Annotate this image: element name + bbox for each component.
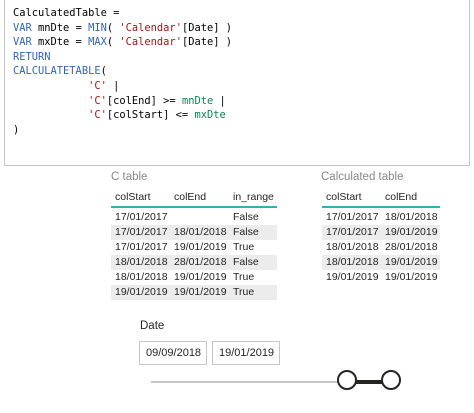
dax-code[interactable]: CalculatedTable = VAR mnDte = MIN( 'Calen…: [13, 6, 232, 137]
code-line: ): [13, 123, 20, 136]
date-slicer-title: Date: [140, 320, 165, 332]
table-cell: 18/01/2018: [115, 256, 168, 268]
table-row[interactable]: 17/01/2017 False: [111, 210, 277, 225]
table-cell: 19/01/2019: [174, 241, 227, 253]
table-cell: 18/01/2018: [115, 271, 168, 283]
date-slider-track[interactable]: [151, 381, 394, 383]
table-row[interactable]: 18/01/2018 19/01/2019: [322, 255, 440, 270]
table-cell: True: [233, 241, 255, 253]
table-cell: 19/01/2019: [385, 226, 438, 238]
table-row[interactable]: 18/01/2018 19/01/2019 True: [111, 270, 277, 285]
end-date-input[interactable]: 19/01/2019: [212, 341, 280, 365]
table-row[interactable]: 17/01/2017 19/01/2019: [322, 225, 440, 240]
table-cell: 19/01/2019: [115, 286, 168, 298]
table-cell: False: [233, 211, 259, 223]
table-cell: 19/01/2019: [385, 271, 438, 283]
table-cell: 17/01/2017: [115, 211, 168, 223]
code-line: 'C'[colEnd] >= mnDte |: [88, 94, 226, 107]
date-slider-end-handle[interactable]: [381, 370, 401, 390]
table-cell: 18/01/2018: [174, 226, 227, 238]
table-cell: 19/01/2019: [174, 271, 227, 283]
calculated-table-title: Calculated table: [321, 171, 404, 183]
code-line: CalculatedTable =: [13, 7, 120, 19]
table-row[interactable]: 18/01/2018 28/01/2018 False: [111, 255, 277, 270]
table-row[interactable]: 18/01/2018 28/01/2018: [322, 240, 440, 255]
column-header-colstart[interactable]: colStart: [115, 191, 151, 203]
table-cell: False: [233, 226, 259, 238]
date-slider-start-handle[interactable]: [337, 370, 357, 390]
column-header-colend[interactable]: colEnd: [174, 191, 207, 203]
table-cell: 17/01/2017: [115, 226, 168, 238]
column-header-in-range[interactable]: in_range: [233, 191, 274, 203]
code-line: RETURN: [13, 50, 51, 63]
table-cell: 19/01/2019: [385, 256, 438, 268]
column-header-colend[interactable]: colEnd: [385, 191, 418, 203]
table-cell: 28/01/2018: [385, 241, 438, 253]
column-header-colstart[interactable]: colStart: [326, 191, 362, 203]
table-cell: True: [233, 271, 255, 283]
table-row[interactable]: 17/01/2017 19/01/2019 True: [111, 240, 277, 255]
table-row[interactable]: 17/01/2017 18/01/2018: [322, 210, 440, 225]
table-cell: 28/01/2018: [174, 256, 227, 268]
start-date-input[interactable]: 09/09/2018: [139, 341, 207, 365]
code-line: CALCULATETABLE(: [13, 65, 107, 78]
date-slider-range: [347, 380, 391, 384]
calculated-table-header: colStart colEnd: [322, 186, 440, 208]
table-row[interactable]: 17/01/2017 18/01/2018 False: [111, 225, 277, 240]
code-line: VAR mxDte = MAX( 'Calendar'[Date] ): [13, 36, 232, 49]
table-row[interactable]: 19/01/2019 19/01/2019: [322, 270, 440, 285]
dax-editor[interactable]: CalculatedTable = VAR mnDte = MIN( 'Calen…: [4, 0, 470, 166]
c-table-header: colStart colEnd in_range: [111, 186, 277, 208]
c-table-title: C table: [111, 171, 148, 183]
code-line: 'C'[colStart] <= mxDte: [88, 109, 226, 122]
table-row[interactable]: 19/01/2019 19/01/2019 True: [111, 285, 277, 300]
table-cell: True: [233, 286, 255, 298]
table-cell: False: [233, 256, 259, 268]
table-cell: 18/01/2018: [326, 256, 379, 268]
table-cell: 17/01/2017: [326, 226, 379, 238]
table-cell: 17/01/2017: [115, 241, 168, 253]
table-cell: 18/01/2018: [385, 211, 438, 223]
table-cell: 19/01/2019: [326, 271, 379, 283]
table-cell: 17/01/2017: [326, 211, 379, 223]
table-cell: 18/01/2018: [326, 241, 379, 253]
table-cell: 19/01/2019: [174, 286, 227, 298]
code-line: 'C' |: [88, 79, 120, 92]
code-line: VAR mnDte = MIN( 'Calendar'[Date] ): [13, 21, 232, 34]
